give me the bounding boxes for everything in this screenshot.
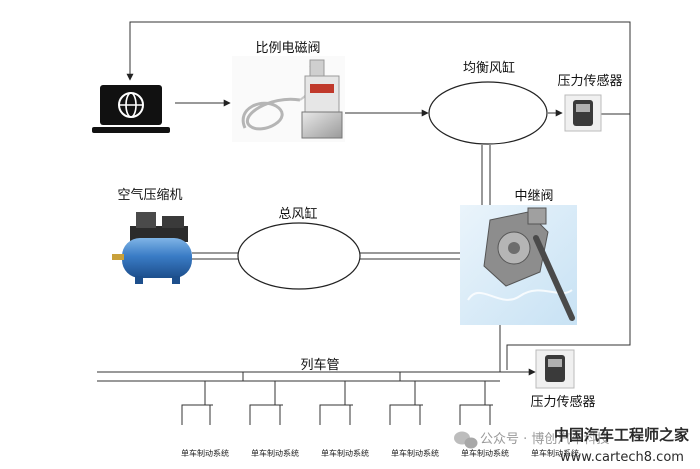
watermark-site-name: 中国汽车工程师之家	[554, 426, 689, 444]
equalizing-reservoir	[428, 81, 548, 145]
car-brake-label: 单车制动系统	[321, 448, 369, 458]
label-air-compressor: 空气压缩机	[117, 187, 182, 203]
label-train-pipe: 列车管	[300, 357, 339, 373]
relay-valve-image	[460, 205, 577, 325]
car-brake-label: 单车制动系统	[251, 448, 299, 458]
watermark-url: www.cartech8.com	[560, 450, 684, 465]
label-proportional-valve: 比例电磁阀	[255, 41, 320, 56]
car-brake-label: 单车制动系统	[181, 448, 229, 458]
car-brake-label: 单车制动系统	[531, 448, 579, 458]
laptop-globe-icon	[92, 85, 170, 133]
car-brake-label: 单车制动系统	[461, 448, 509, 458]
connection-lines	[97, 21, 631, 382]
label-main-reservoir: 总风缸	[278, 206, 317, 222]
watermark-account: 公众号 · 博创汽车科技	[480, 431, 609, 447]
proportional-valve-image	[232, 56, 345, 142]
pressure-sensor-top-image	[564, 94, 602, 132]
label-equalizing-reservoir: 均衡风缸	[463, 60, 515, 76]
wechat-icon	[454, 431, 478, 449]
label-pressure-sensor-bottom: 压力传感器	[530, 394, 595, 410]
car-brake-label: 单车制动系统	[391, 448, 439, 458]
car-brake-branches	[181, 381, 493, 425]
label-pressure-sensor-top: 压力传感器	[557, 73, 622, 89]
main-reservoir	[237, 222, 361, 290]
pressure-sensor-bottom-image	[535, 349, 575, 389]
air-compressor-image	[112, 212, 192, 284]
label-relay-valve: 中继阀	[514, 189, 553, 204]
